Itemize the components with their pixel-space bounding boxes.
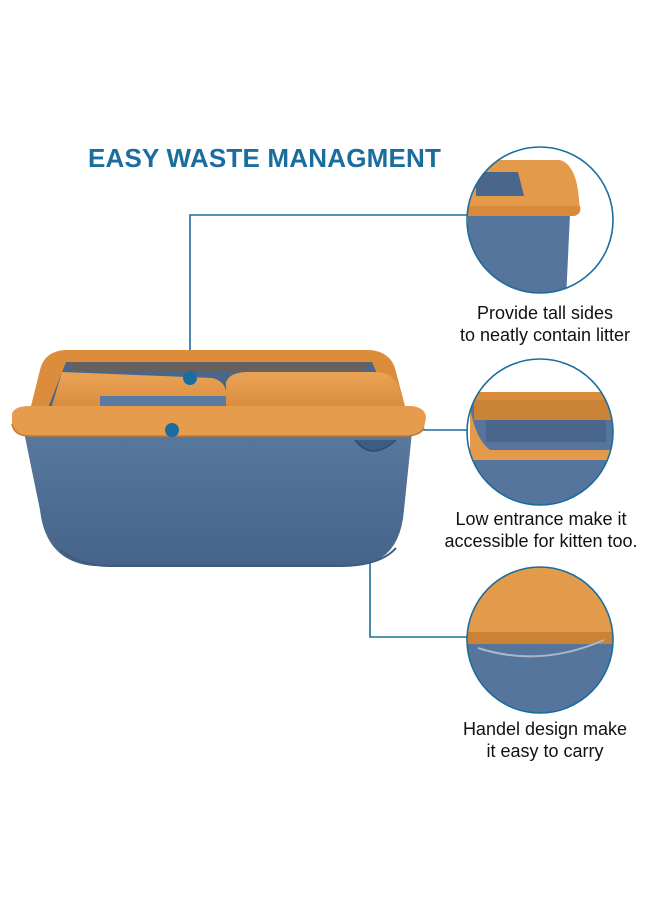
caption-line: Provide tall sides (476, 303, 614, 323)
feature-caption-low-entrance: Low entrance make it accessible for kitt… (422, 508, 660, 552)
low-entrance-detail-icon (466, 358, 614, 506)
callout-line-tall-sides (189, 214, 467, 378)
headline: EASY WASTE MANAGMENT (88, 143, 442, 173)
caption-line: to neatly contain litter (459, 325, 631, 345)
litter-box-image (11, 350, 426, 567)
tall-sides-detail-icon (466, 146, 614, 294)
marker-dot-tall-sides (183, 371, 197, 385)
caption-line: accessible for kitten too. (444, 531, 638, 551)
feature-caption-tall-sides: Provide tall sides to neatly contain lit… (430, 302, 660, 346)
marker-dot-low-entrance (165, 423, 179, 437)
caption-line: Low entrance make it (455, 509, 627, 529)
feature-caption-handle: Handel design make it easy to carry (430, 718, 660, 762)
caption-line: it easy to carry (486, 741, 604, 761)
handle-detail-icon (466, 566, 614, 714)
caption-line: Handel design make (462, 719, 628, 739)
